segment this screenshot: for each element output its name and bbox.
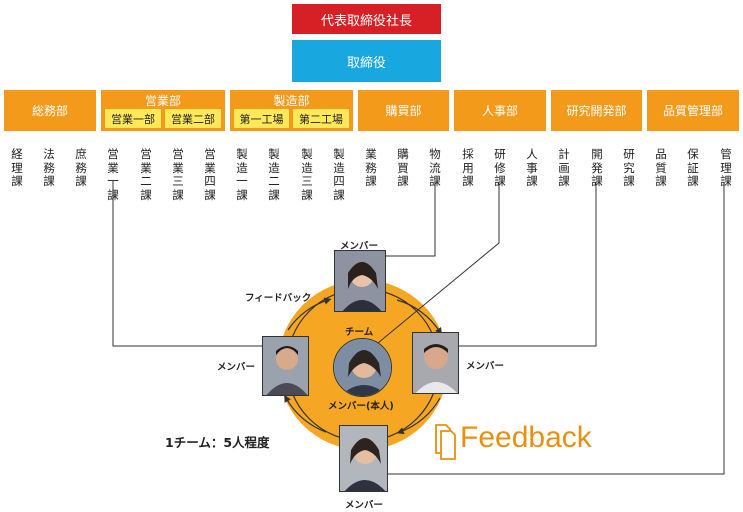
section-label: 製造一課	[236, 147, 248, 202]
feedback-arrow	[396, 299, 442, 336]
board-box: 取締役	[292, 40, 441, 82]
dept-hr: 人事部	[454, 90, 546, 131]
section-label: 営業二課	[140, 147, 152, 202]
section-label: 品質課	[655, 147, 667, 188]
dept-rnd: 研究開発部	[551, 90, 642, 131]
section-label: 経理課	[11, 147, 23, 188]
section-label: 計画課	[558, 147, 570, 188]
section-label: 法務課	[43, 147, 55, 188]
board-label: 取締役	[346, 55, 386, 71]
section-label: 営業三課	[172, 147, 184, 202]
section-label: 人事課	[526, 147, 538, 188]
dept-sales: 営業部 営業一部 営業二部	[101, 90, 225, 131]
dept-manufacturing: 製造部 第一工場 第二工場	[230, 90, 353, 131]
connector-line	[458, 182, 597, 347]
section-label: 製造二課	[268, 147, 280, 202]
section-label: 購買課	[397, 147, 409, 188]
connector-line	[388, 182, 725, 475]
section-label: 庶務課	[75, 147, 87, 188]
feedback-arrow	[396, 397, 441, 435]
sub-sales-2: 営業二部	[165, 109, 221, 128]
section-label: 研修課	[494, 147, 506, 188]
section-label: 保証課	[687, 147, 699, 188]
section-label: 製造四課	[333, 147, 345, 202]
section-label: 採用課	[462, 147, 474, 188]
member-photo-self	[333, 338, 392, 397]
team-label: チーム	[345, 327, 374, 338]
section-label: 研究課	[623, 147, 635, 188]
feedback-logo-text: Feedback	[460, 421, 592, 454]
connector-line	[112, 180, 262, 347]
member-photo-top	[334, 250, 386, 312]
connector-line	[385, 182, 436, 257]
dept-quality: 品質管理部	[647, 90, 739, 131]
feedback-arrow	[284, 394, 327, 433]
section-label: 開発課	[591, 147, 603, 188]
president-box: 代表取締役社長	[292, 4, 441, 34]
member-photo-right	[412, 332, 459, 394]
section-label: 物流課	[429, 147, 441, 188]
feedback-arrow	[287, 297, 332, 331]
team-size-label: 1チーム：5人程度	[165, 435, 270, 450]
dept-general-affairs: 総務部	[4, 90, 96, 131]
feedback-document-icon	[435, 424, 456, 460]
member-bottom-label: メンバー	[345, 500, 384, 511]
president-label: 代表取締役社長	[320, 13, 412, 29]
member-right-label: メンバー	[466, 361, 505, 372]
member-self-label: メンバー(本人)	[328, 401, 394, 412]
connector-line	[377, 182, 500, 344]
member-photo-bottom	[339, 425, 388, 492]
sub-factory-1: 第一工場	[234, 109, 289, 128]
sub-factory-2: 第二工場	[293, 109, 349, 128]
member-left-label: メンバー	[217, 362, 256, 373]
member-top-label: メンバー	[340, 241, 379, 252]
section-label: 管理課	[720, 147, 732, 188]
sub-sales-1: 営業一部	[105, 109, 161, 128]
section-label: 製造三課	[301, 147, 313, 202]
section-label: 営業四課	[204, 147, 216, 202]
dept-purchasing: 購買部	[358, 90, 449, 131]
feedback-label: フィードバック	[245, 293, 312, 304]
member-photo-left	[262, 336, 309, 396]
section-label: 業務課	[365, 147, 377, 188]
